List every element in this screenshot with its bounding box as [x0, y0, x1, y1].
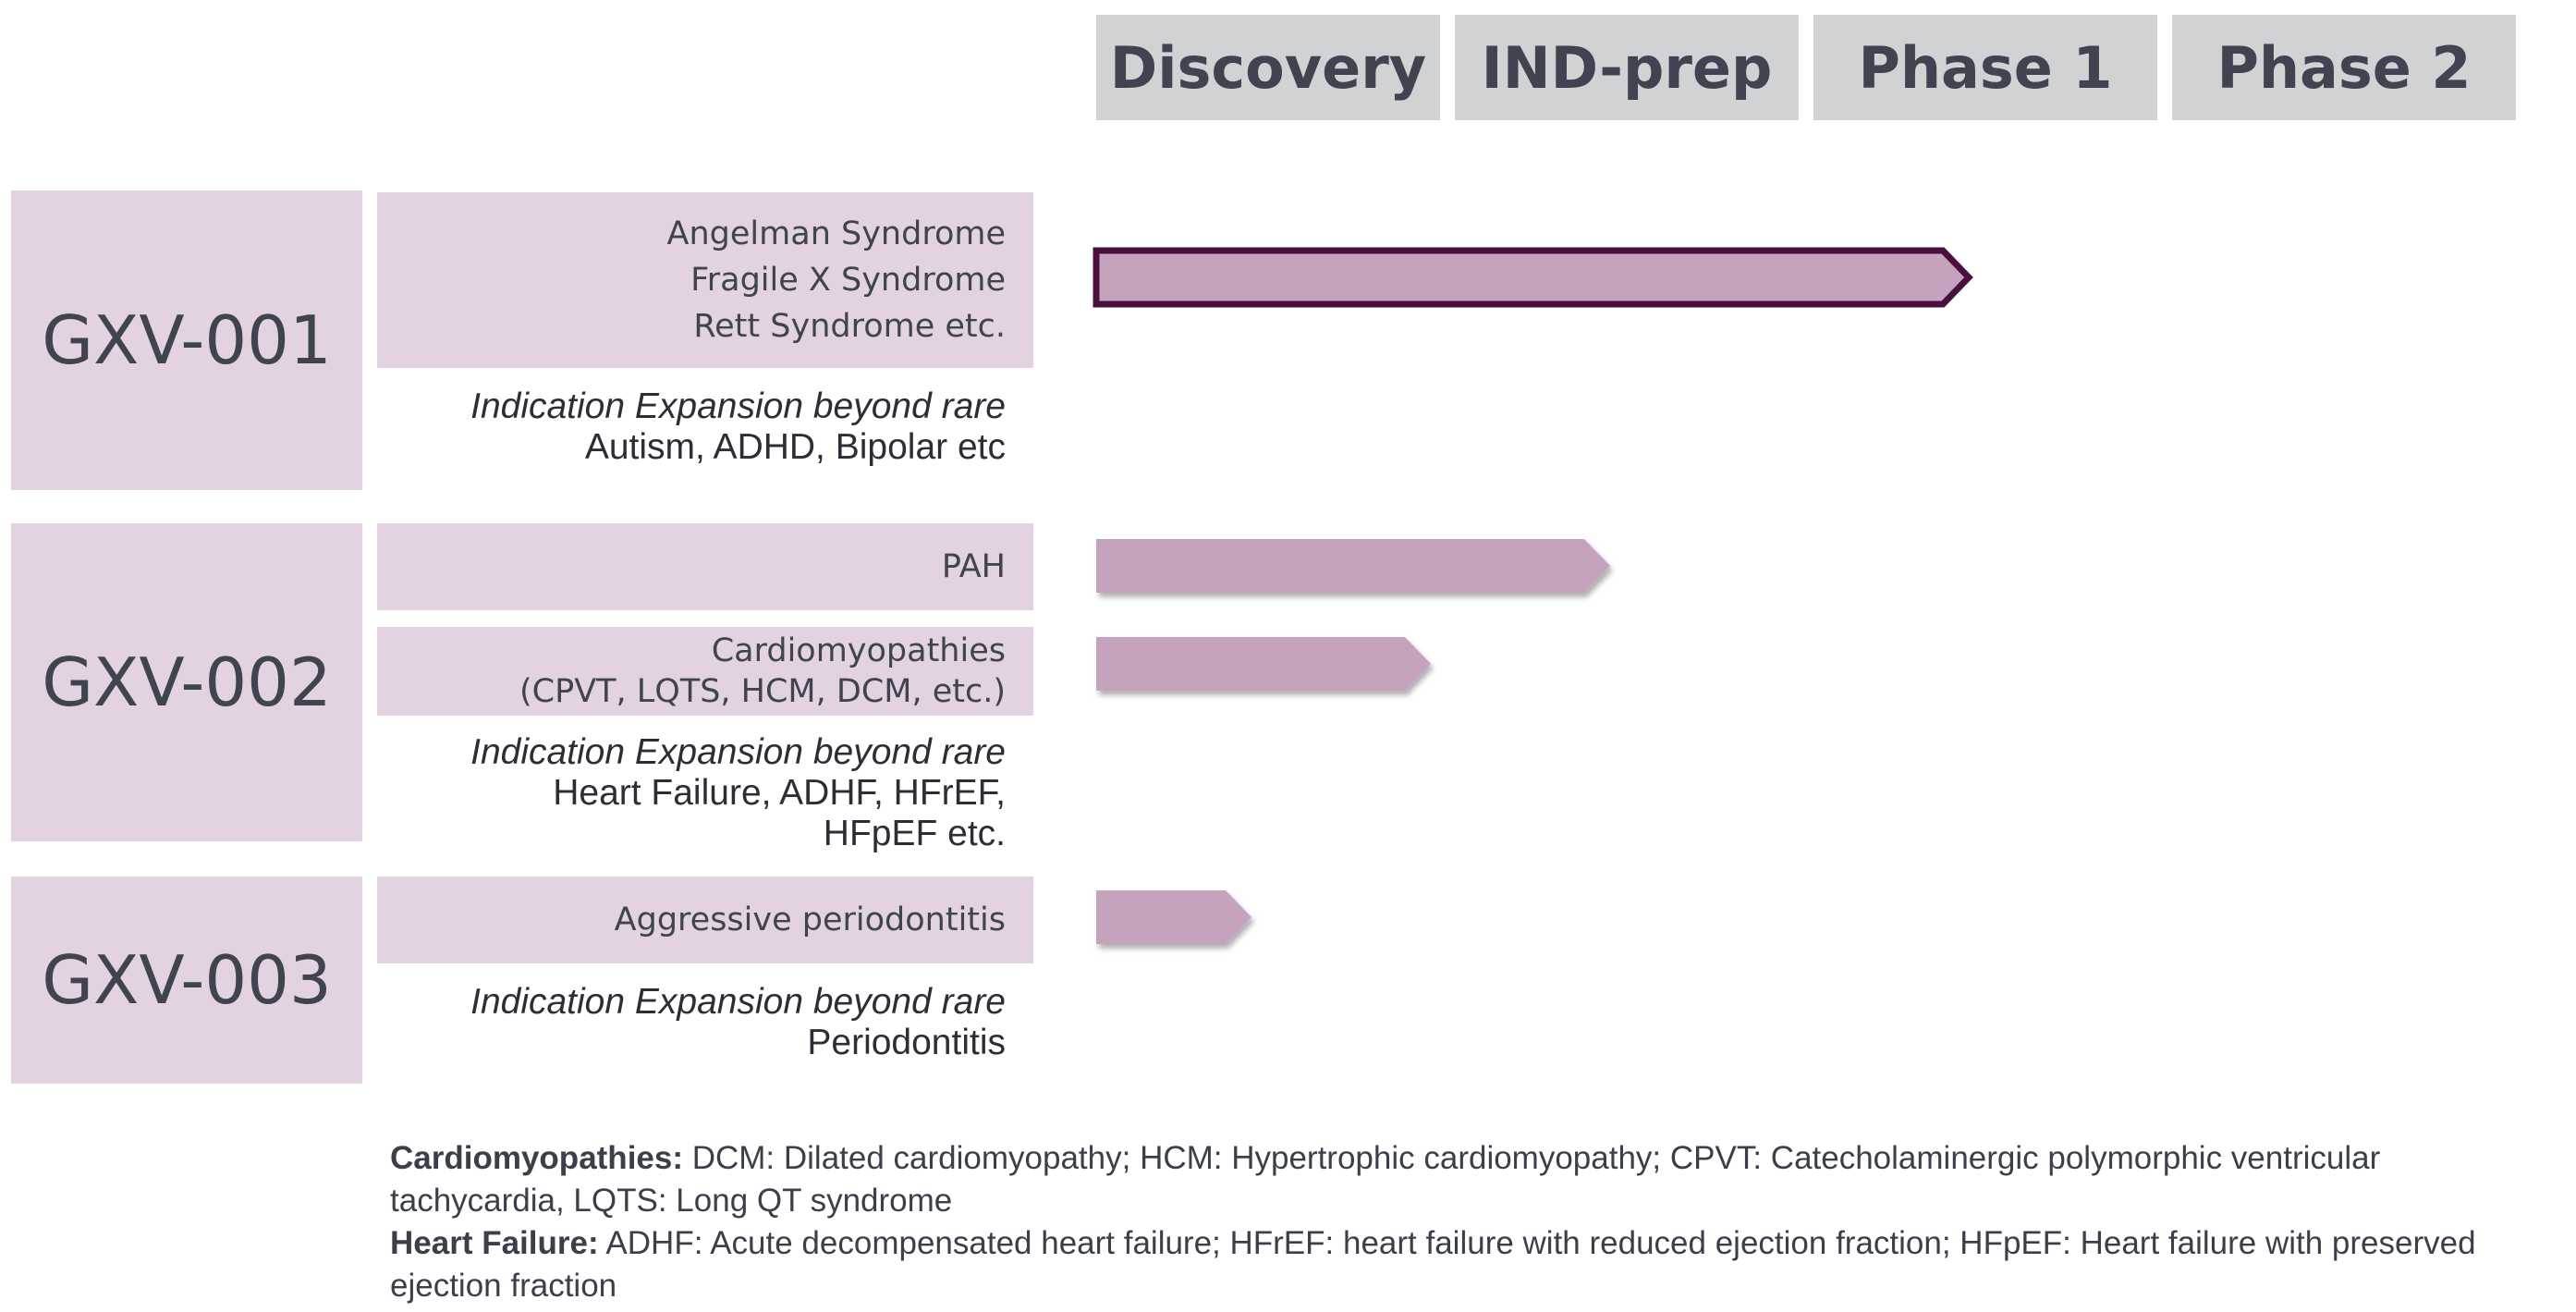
footnotes: Cardiomyopathies: DCM: Dilated cardiomyo… [390, 1137, 2544, 1307]
progress-arrow-pah [1096, 539, 1610, 593]
progress-arrow-periodontitis [1096, 890, 1251, 944]
footnote-text: DCM: Dilated cardiomyopathy; HCM: Hypert… [390, 1140, 2381, 1219]
expansion-line: Heart Failure, ADHF, HFrEF, [553, 773, 1006, 813]
phase-header-discovery: Discovery [1096, 15, 1440, 120]
program-gxv-002: GXV-002 [11, 523, 362, 841]
indication-box-pah: PAH [377, 523, 1033, 610]
phase-header-phase-1: Phase 1 [1813, 15, 2157, 120]
expansion-heading: Indication Expansion beyond rare [470, 386, 1006, 426]
expansion-heading: Indication Expansion beyond rare [470, 982, 1006, 1022]
footnote-cardiomyopathies: Cardiomyopathies: DCM: Dilated cardiomyo… [390, 1137, 2544, 1222]
expansion-line: Periodontitis [807, 1023, 1006, 1062]
indication-line: Aggressive periodontitis [614, 901, 1006, 938]
indication-line: (CPVT, LQTS, HCM, DCM, etc.) [519, 673, 1006, 710]
indication-line: PAH [941, 548, 1006, 585]
expansion-line: Autism, ADHD, Bipolar etc [584, 427, 1006, 467]
indication-box-aggressive-periodontitis: Aggressive periodontitis [377, 877, 1033, 963]
indication-box-cardiomyopathies: Cardiomyopathies (CPVT, LQTS, HCM, DCM, … [377, 627, 1033, 716]
indication-expansion-gxv-003: Indication Expansion beyond rare Periodo… [377, 982, 1033, 1063]
indication-line: Rett Syndrome etc. [693, 308, 1006, 345]
expansion-line: HFpEF etc. [823, 814, 1006, 853]
progress-arrow-rare-neuro [1093, 247, 1973, 308]
footnote-text: ADHF: Acute decompensated heart failure;… [390, 1225, 2476, 1304]
progress-arrow-cardiomyopathies [1096, 637, 1431, 691]
phase-header-ind-prep: IND-prep [1455, 15, 1799, 120]
program-gxv-001: GXV-001 [11, 190, 362, 490]
program-gxv-003: GXV-003 [11, 877, 362, 1084]
phase-header-phase-2: Phase 2 [2172, 15, 2516, 120]
footnote-heart-failure: Heart Failure: ADHF: Acute decompensated… [390, 1222, 2544, 1307]
expansion-heading: Indication Expansion beyond rare [470, 732, 1006, 772]
indication-line: Cardiomyopathies [711, 632, 1006, 669]
indication-expansion-gxv-001: Indication Expansion beyond rare Autism,… [377, 386, 1033, 468]
footnote-term: Cardiomyopathies: [390, 1140, 683, 1176]
indication-box-rare-neuro: Angelman Syndrome Fragile X Syndrome Ret… [377, 192, 1033, 368]
indication-expansion-gxv-002: Indication Expansion beyond rare Heart F… [377, 732, 1033, 854]
indication-line: Fragile X Syndrome [690, 262, 1006, 299]
footnote-term: Heart Failure: [390, 1225, 599, 1261]
indication-line: Angelman Syndrome [666, 215, 1006, 252]
